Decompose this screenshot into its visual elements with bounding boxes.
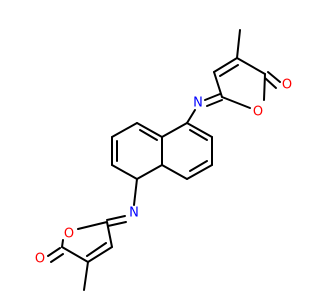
bond-naph-double-2 [189, 160, 208, 172]
bond-naph-d [161, 164, 188, 180]
bond-furan-top-double [219, 64, 239, 77]
bond-furan-bottom-c [87, 246, 113, 263]
oxygen-atom-ring-bottom: O [64, 227, 74, 242]
bond-carbonyl-bottom-1 [47, 247, 61, 257]
bond-carbonyl-bottom-2 [50, 253, 64, 263]
bond-n-c-bottom-1 [106, 215, 126, 221]
bond-n-c-top-1 [204, 93, 221, 101]
bond-naph-double-1 [189, 129, 208, 141]
bond-furan-bottom-b [77, 221, 108, 230]
bond-naph-g [136, 122, 163, 138]
bond-naph-double-4 [139, 129, 158, 141]
bond-furan-bottom-d [61, 246, 89, 263]
bond-carbonyl-top-1 [267, 71, 281, 83]
nitrogen-atom-top: N [193, 96, 203, 111]
bond-furan-top-c [213, 57, 238, 73]
bond-furan-top-b [221, 96, 251, 109]
bond-c-n-top [186, 109, 196, 124]
nitrogen-atom-bottom: N [129, 206, 139, 221]
bond-naph-h [111, 122, 138, 138]
bond-n-c-bottom-2 [107, 221, 127, 227]
bond-furan-bottom-a [106, 221, 113, 248]
bond-furan-bottom-double [86, 242, 107, 257]
oxygen-atom-ring-top: O [253, 105, 263, 120]
atom-label-layer: N N O O O O [35, 78, 292, 267]
bond-layer [47, 29, 281, 291]
bond-furan-bottom-e [61, 239, 64, 248]
bond-carbonyl-top-2 [264, 77, 277, 89]
bond-naph-a [186, 122, 213, 138]
bond-naph-k [136, 164, 163, 180]
molecule-structure-diagram: N N O O O O [35, 29, 292, 291]
bond-methyl-bottom [83, 261, 89, 291]
bond-furan-top-a [213, 71, 223, 98]
bond-naph-c [186, 164, 213, 180]
molecule-canvas: N N O O O O [34, 29, 293, 291]
bond-naph-f [161, 122, 188, 138]
bond-furan-top-d [236, 57, 266, 75]
oxygen-atom-carbonyl-bottom: O [35, 252, 45, 267]
bond-c-n-bottom [133, 178, 138, 206]
oxygen-atom-carbonyl-top: O [282, 78, 292, 93]
bond-naph-j [111, 164, 138, 180]
bond-methyl-top [236, 29, 241, 59]
bond-n-c-top-2 [206, 99, 223, 107]
